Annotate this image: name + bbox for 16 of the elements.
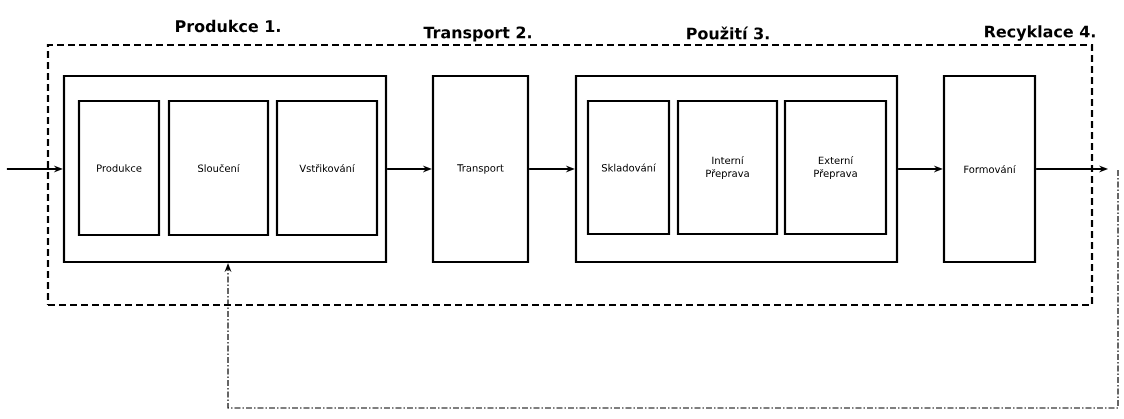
process-box: Produkce (77, 99, 161, 237)
boundary-box (46, 43, 1094, 307)
process-box: Externí Přeprava (783, 99, 888, 236)
process-box: Sloučení (167, 99, 270, 237)
stage-heading: Transport 2. (423, 26, 531, 42)
arrow (224, 169, 1119, 409)
process-box: Skladování (586, 99, 671, 236)
process-box: Formování (942, 74, 1037, 264)
group-box (62, 74, 388, 264)
stage-heading: Použití 3. (687, 26, 769, 40)
stage-heading: Produkce 1. (176, 19, 280, 33)
group-box (574, 74, 899, 264)
process-box: Vstřikování (275, 99, 379, 237)
process-box: Interní Přeprava (676, 99, 779, 236)
stage-heading: Recyklace 4. (985, 25, 1095, 41)
process-box: Transport (431, 74, 530, 264)
